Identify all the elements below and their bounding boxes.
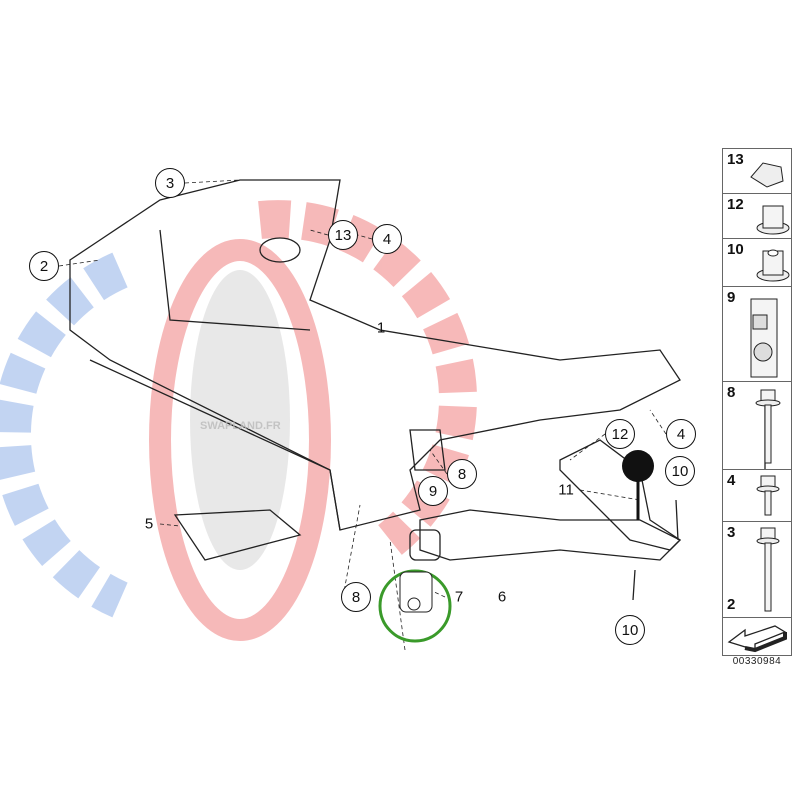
label-11[interactable]: 11 — [558, 481, 574, 499]
legend-item-12[interactable]: 12 — [723, 194, 791, 239]
callout-10[interactable]: 10 — [665, 456, 695, 486]
diagram-code: 00330984 — [732, 656, 782, 667]
bushing-7 — [399, 571, 433, 613]
callout-10-lower[interactable]: 10 — [615, 615, 645, 645]
long-bolt-icon — [756, 527, 780, 612]
legend-number: 3 — [727, 524, 736, 541]
legend-direction-arrow — [723, 618, 791, 656]
legend-number: 4 — [727, 472, 736, 489]
callout-12[interactable]: 12 — [605, 419, 635, 449]
arrow-icon — [727, 625, 787, 653]
legend-item-4[interactable]: 4 — [723, 470, 791, 522]
legend-number: 8 — [727, 384, 736, 401]
legend-number: 9 — [727, 289, 736, 306]
legend-item-8[interactable]: 8 — [723, 382, 791, 470]
watermark-text: SWAPLAND.FR — [200, 420, 281, 432]
callout-4-right[interactable]: 4 — [666, 419, 696, 449]
short-bolt-icon — [756, 475, 780, 516]
legend-item-9[interactable]: 9 — [723, 287, 791, 382]
legend-number: 12 — [727, 196, 744, 213]
highlight-circle — [378, 569, 452, 643]
callout-8-lower[interactable]: 8 — [341, 582, 371, 612]
callout-9[interactable]: 9 — [418, 476, 448, 506]
label-1[interactable]: 1 — [376, 319, 386, 337]
leader-lines — [58, 179, 667, 651]
legend-item-10[interactable]: 10 — [723, 239, 791, 287]
legend-number: 10 — [727, 241, 744, 258]
label-5[interactable]: 5 — [144, 515, 154, 533]
bushing-hole — [407, 597, 421, 611]
label-6[interactable]: 6 — [497, 588, 507, 606]
callout-8[interactable]: 8 — [447, 459, 477, 489]
hex-nut-icon — [756, 205, 790, 235]
callout-3[interactable]: 3 — [155, 168, 185, 198]
callout-4[interactable]: 4 — [372, 224, 402, 254]
callout-2[interactable]: 2 — [29, 251, 59, 281]
subframe — [69, 179, 766, 601]
bracket-clip-icon — [750, 298, 778, 378]
legend-number-secondary: 2 — [727, 596, 736, 613]
black-marker-dot — [622, 450, 654, 482]
legend-number: 13 — [727, 151, 744, 168]
label-7[interactable]: 7 — [454, 588, 464, 606]
clip-nut-icon — [750, 162, 784, 188]
legend-item-13[interactable]: 13 — [723, 149, 791, 194]
lock-nut-icon — [756, 249, 790, 282]
callout-13[interactable]: 13 — [328, 220, 358, 250]
underbody-guard — [173, 509, 302, 561]
collar-bolt-icon — [755, 389, 781, 464]
